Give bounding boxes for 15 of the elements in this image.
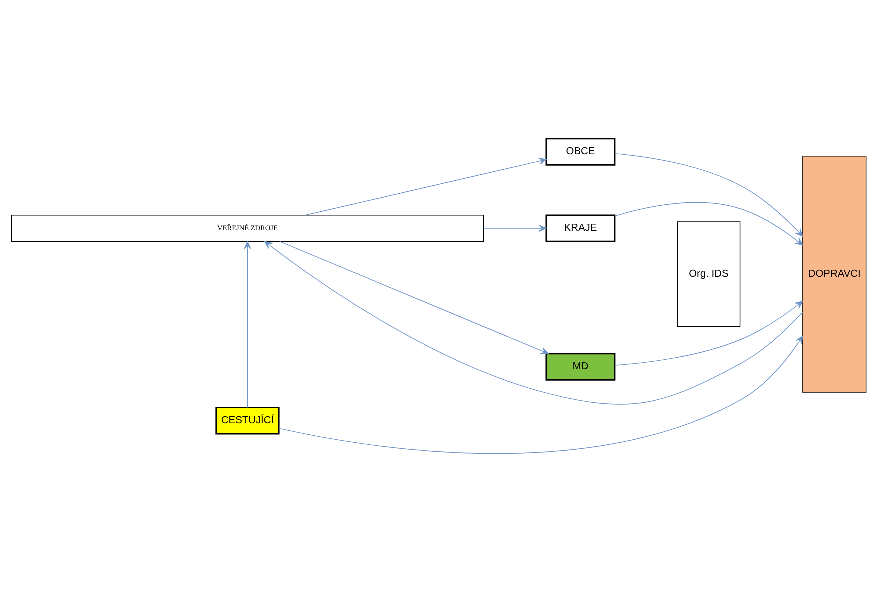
arrow [614, 152, 804, 236]
arrow [484, 224, 547, 232]
node-box: Org. IDS [677, 221, 741, 327]
arrow [280, 240, 549, 354]
arrow [614, 202, 804, 246]
arrow [614, 300, 804, 366]
node-box: OBCE [546, 138, 616, 166]
node-box: MD [546, 352, 616, 380]
node-box: DOPRAVCI [802, 156, 867, 392]
arrow [305, 157, 547, 216]
node-box: CESTUJÍCÍ [216, 406, 280, 434]
arrow [278, 336, 804, 454]
node-box: KRAJE [546, 214, 616, 242]
arrow [264, 240, 804, 404]
arrow [244, 240, 252, 408]
